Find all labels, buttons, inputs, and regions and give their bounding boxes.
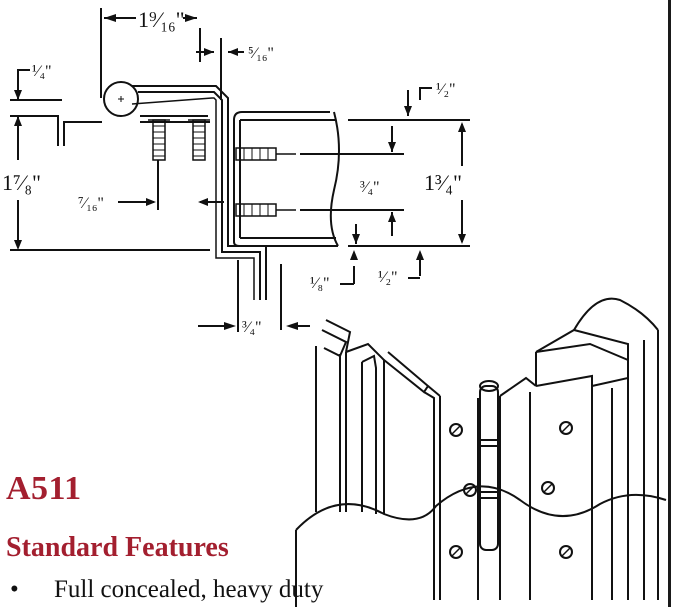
model-title: A511: [6, 470, 82, 507]
label-screw-inset: ⁷⁄₁₆": [78, 195, 104, 212]
features-list: Full concealed, heavy duty: [6, 576, 323, 604]
dimension-return-width: [198, 260, 310, 332]
label-frame-depth: 1⁷⁄₈": [2, 170, 41, 195]
feature-item: Full concealed, heavy duty: [6, 576, 323, 604]
label-screw-spacing: ³⁄₄": [360, 179, 380, 196]
label-pin-offset: ¹⁄₄": [32, 63, 52, 80]
column-divider: [668, 0, 671, 607]
label-overall-width: 1⁹⁄₁₆": [138, 7, 185, 32]
label-bottom-margin: ¹⁄₂": [378, 269, 398, 286]
label-door-thickness: 1³⁄₄": [424, 170, 462, 195]
label-top-margin: ¹⁄₂": [436, 81, 456, 98]
frame-section: [10, 115, 210, 251]
door-screw: [235, 147, 296, 217]
dimension-overall-width: [100, 8, 201, 98]
hinge-perspective-view: [315, 297, 659, 600]
dimension-door-thickness: [300, 87, 470, 285]
section-heading: Standard Features: [6, 532, 229, 563]
dimension-screw-inset: [118, 160, 224, 210]
dimension-pin-offset: [10, 69, 62, 128]
cutaway-outline: [295, 485, 667, 531]
dimension-frame-depth: [14, 128, 22, 250]
hinge-leaf: [131, 85, 267, 300]
label-leaf-offset: ⁵⁄₁₆": [248, 45, 274, 62]
hinge-knuckle: [103, 81, 139, 117]
door-section: [233, 111, 340, 247]
label-return-width: ³⁄₄": [242, 319, 262, 336]
label-gap: ¹⁄₈": [310, 275, 330, 292]
